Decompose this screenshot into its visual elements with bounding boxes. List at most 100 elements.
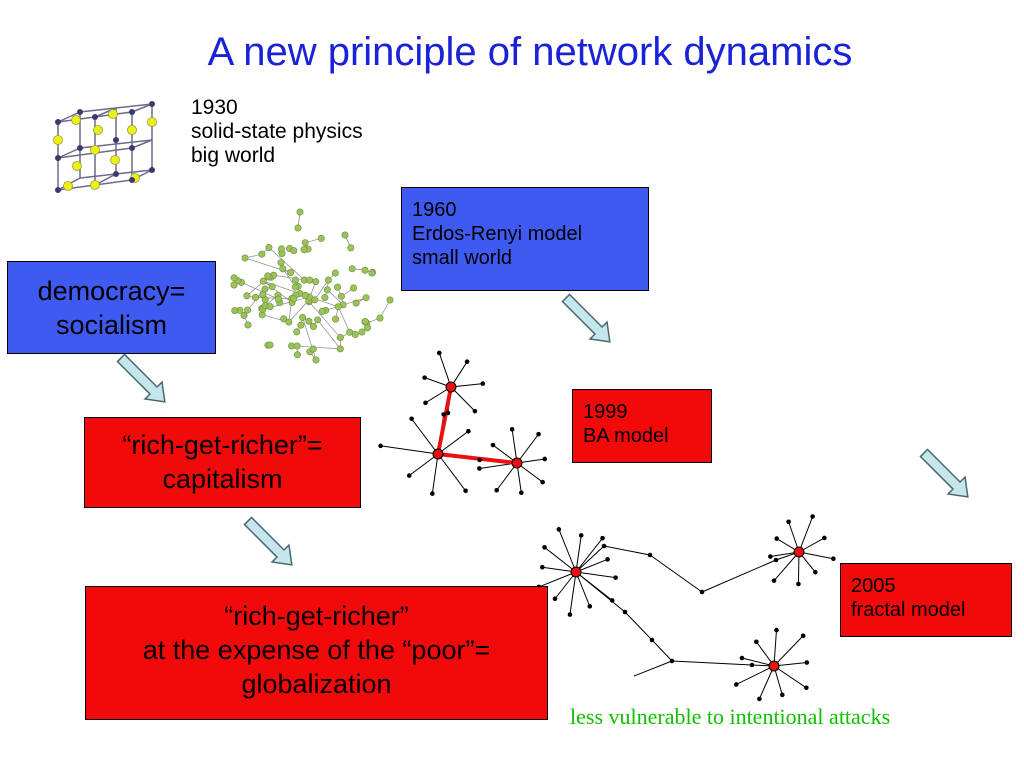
node: [311, 296, 319, 304]
node: [323, 286, 331, 294]
leaf-node: [480, 381, 486, 386]
leaf-node: [463, 488, 468, 494]
node: [251, 293, 259, 301]
leaf-node: [800, 633, 806, 639]
node: [347, 244, 355, 252]
chain-node: [749, 662, 755, 668]
small-world: small world: [412, 247, 513, 269]
chain-node: [601, 543, 607, 549]
edge: [263, 280, 300, 294]
erdos-renyi-model: Erdos-Renyi model: [412, 223, 583, 245]
node: [290, 295, 298, 303]
leaf-node: [779, 692, 785, 698]
edge: [282, 268, 296, 288]
node: [244, 306, 252, 314]
capitalism-label: capitalism: [162, 464, 283, 494]
edge: [544, 546, 577, 573]
edge: [438, 352, 452, 388]
node: [362, 294, 370, 302]
slide-title: A new principle of network dynamics: [207, 30, 853, 74]
less-vulnerable-note: less vulnerable to intentional attacks: [570, 704, 891, 729]
node: [268, 283, 276, 291]
edge: [569, 571, 577, 615]
edge: [558, 529, 577, 573]
leaf-node: [477, 466, 482, 471]
node: [361, 317, 369, 325]
node: [291, 283, 299, 291]
leaf-node: [804, 685, 809, 691]
edge: [554, 571, 577, 600]
node: [293, 351, 301, 359]
node: [305, 317, 313, 325]
node: [259, 277, 267, 285]
node: [230, 281, 238, 289]
node: [361, 266, 369, 274]
edge: [308, 301, 341, 338]
edge: [437, 453, 467, 492]
node: [274, 295, 282, 303]
node: [351, 330, 359, 338]
node: [297, 321, 305, 329]
edge: [575, 571, 591, 607]
edge: [633, 660, 673, 677]
node: [358, 328, 366, 336]
leaf-node: [540, 479, 545, 485]
leaf-node: [810, 514, 815, 519]
leaf-node: [578, 533, 584, 538]
edge: [671, 660, 753, 666]
node: [350, 284, 358, 292]
edge: [736, 665, 775, 685]
node: [300, 246, 308, 254]
leaf-node: [774, 627, 779, 633]
leaf-node: [771, 578, 777, 583]
leaf-node: [739, 655, 745, 661]
leaf-node: [445, 410, 451, 416]
leaf-node: [556, 527, 562, 532]
edge: [411, 418, 439, 455]
node: [317, 234, 325, 242]
node: [306, 276, 314, 284]
edge: [431, 453, 439, 494]
node: [301, 239, 309, 247]
edge: [773, 630, 777, 667]
leaf-node: [567, 612, 573, 617]
edge: [408, 453, 439, 477]
node: [296, 208, 304, 216]
edge: [773, 551, 800, 581]
edge: [314, 279, 329, 300]
edge: [268, 247, 305, 281]
ba-model-box: 1999 BA model: [572, 389, 712, 463]
arrow-1999-to-2005-icon: [914, 443, 978, 507]
edge: [773, 635, 804, 667]
edge: [651, 639, 673, 662]
leaf-node: [768, 554, 773, 559]
edge: [437, 430, 469, 455]
node: [291, 276, 299, 284]
edge: [575, 537, 603, 573]
chain-node: [773, 557, 779, 563]
leaf-node: [464, 359, 470, 364]
leaf-node: [518, 490, 524, 495]
leaf-node: [757, 696, 762, 702]
leaf-node: [542, 456, 548, 462]
node: [364, 324, 372, 332]
democracy-label: democracy=: [37, 276, 186, 306]
chain-node: [699, 589, 705, 595]
node: [277, 245, 285, 253]
node: [287, 269, 295, 277]
erdos-renyi-box: 1960 Erdos-Renyi model small world: [401, 187, 649, 291]
leaf-node: [831, 556, 836, 561]
node: [285, 318, 293, 326]
node: [266, 303, 274, 311]
edge: [798, 516, 814, 553]
node: [386, 296, 394, 304]
node: [309, 345, 317, 353]
leaf-node: [494, 487, 499, 493]
node: [352, 299, 360, 307]
arrow-capitalism-to-globalization-icon: [238, 511, 302, 575]
edge: [337, 306, 351, 333]
node: [309, 323, 317, 331]
leaf-node: [466, 428, 471, 434]
